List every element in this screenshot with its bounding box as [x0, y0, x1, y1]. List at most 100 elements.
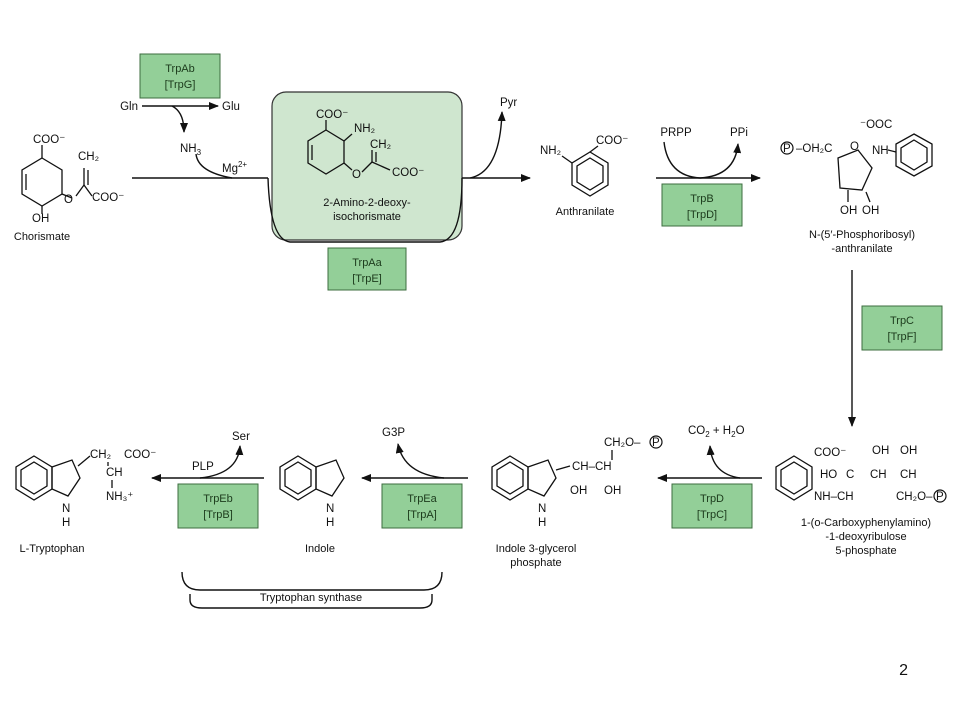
anthranilate-label: Anthranilate — [556, 206, 615, 218]
enzyme-name: TrpAb — [165, 63, 195, 75]
chorismate-label: Chorismate — [14, 231, 70, 243]
tryptophan-synthase-bracket — [181, 571, 443, 591]
enzyme-trpaa: TrpAa [TrpE] — [327, 247, 407, 291]
enzyme-name: TrpEa — [407, 493, 437, 505]
plp-label: PLP — [192, 461, 214, 473]
chorismate-structure: COO⁻ OH O CH₂ COO⁻ — [21, 134, 124, 225]
page-number: 2 — [899, 662, 908, 679]
svg-text:CH: CH — [870, 469, 887, 481]
igp-label-1: Indole 3-glycerol — [496, 543, 577, 555]
amino-isochorismate-structure: COO⁻ NH₂ O CH₂ COO⁻ — [307, 109, 424, 181]
cdrp-label-1: 1-(o-Carboxyphenylamino) — [801, 517, 931, 529]
svg-text:N: N — [538, 503, 546, 515]
ppi-label: PPi — [730, 127, 748, 139]
enzyme-alias: [TrpE] — [352, 273, 382, 285]
enzyme-alias: [TrpB] — [203, 509, 233, 521]
mg-label: Mg2+ — [222, 160, 247, 175]
enzyme-trpc: TrpC [TrpF] — [861, 305, 943, 351]
tryptophan-synthase-box — [189, 594, 433, 609]
enzyme-alias: [TrpC] — [697, 509, 727, 521]
svg-text:COO⁻: COO⁻ — [392, 167, 424, 179]
anthranilate-structure: COO⁻ NH₂ — [540, 135, 628, 197]
svg-text:P: P — [652, 437, 660, 449]
svg-text:NH₃⁺: NH₃⁺ — [106, 491, 133, 503]
svg-text:P: P — [936, 491, 944, 503]
svg-text:COO⁻: COO⁻ — [316, 109, 348, 121]
enzyme-name: TrpC — [890, 315, 914, 327]
svg-text:CH₂: CH₂ — [370, 139, 391, 151]
svg-text:O: O — [850, 141, 859, 153]
svg-text:NH: NH — [872, 145, 889, 157]
svg-text:OH: OH — [604, 485, 621, 497]
glu-label: Glu — [222, 101, 240, 113]
enzyme-name: TrpB — [690, 193, 713, 205]
svg-text:CH₂O–: CH₂O– — [896, 491, 933, 503]
svg-text:CH₂O–: CH₂O– — [604, 437, 641, 449]
svg-text:C: C — [846, 469, 854, 481]
svg-text:OH: OH — [872, 445, 889, 457]
tryptophan-label: L-Tryptophan — [19, 543, 84, 555]
svg-text:COO⁻: COO⁻ — [596, 135, 628, 147]
svg-text:NH–CH: NH–CH — [814, 491, 854, 503]
tryptophan-structure: N H CH₂ COO⁻ CH NH₃⁺ — [15, 449, 156, 529]
g3p-label: G3P — [382, 427, 405, 439]
svg-text:CH₂: CH₂ — [78, 151, 99, 163]
svg-text:H: H — [538, 517, 546, 529]
cdrp-structure: COO⁻ OH OH HO C CH CH NH–CH CH₂O– P — [775, 445, 947, 503]
complex-box — [271, 91, 463, 241]
svg-text:OH: OH — [840, 205, 857, 217]
enzyme-trpb: TrpB [TrpD] — [661, 183, 743, 227]
enzyme-name: TrpD — [700, 493, 724, 505]
amino-deoxy-label-1: 2-Amino-2-deoxy- — [323, 197, 411, 209]
svg-text:OH: OH — [570, 485, 587, 497]
pra-label-2: -anthranilate — [831, 243, 892, 255]
svg-text:O: O — [352, 169, 361, 181]
enzyme-trpab: TrpAb [TrpG] — [139, 53, 221, 99]
svg-text:N: N — [326, 503, 334, 515]
svg-text:NH₂: NH₂ — [354, 123, 375, 135]
enzyme-trpeb: TrpEb [TrpB] — [177, 483, 259, 529]
enzyme-alias: [TrpD] — [687, 209, 717, 221]
igp-label-2: phosphate — [510, 557, 561, 569]
svg-text:H: H — [62, 517, 70, 529]
igp-structure: N H CH–CH OH OH CH₂O– P — [491, 435, 663, 529]
pra-label-1: N-(5′-Phosphoribosyl) — [809, 229, 915, 241]
svg-text:COO⁻: COO⁻ — [92, 192, 124, 204]
svg-text:OH: OH — [32, 213, 49, 225]
svg-text:–OH₂C: –OH₂C — [796, 143, 832, 155]
cdrp-label-3: 5-phosphate — [835, 545, 896, 557]
svg-text:HO: HO — [820, 469, 837, 481]
svg-text:COO⁻: COO⁻ — [33, 134, 65, 146]
svg-text:CH: CH — [106, 467, 123, 479]
enzyme-trpd: TrpD [TrpC] — [671, 483, 753, 529]
cdrp-label-2: -1-deoxyribulose — [825, 531, 906, 543]
svg-text:OH: OH — [862, 205, 879, 217]
svg-text:P: P — [783, 143, 791, 155]
enzyme-alias: [TrpG] — [165, 79, 196, 91]
svg-text:H: H — [326, 517, 334, 529]
svg-text:N: N — [62, 503, 70, 515]
svg-text:CH: CH — [900, 469, 917, 481]
enzyme-alias: [TrpF] — [888, 331, 917, 343]
svg-text:CH₂: CH₂ — [90, 449, 111, 461]
co2-h2o-label: CO2 + H2O — [688, 425, 745, 439]
enzyme-name: TrpEb — [203, 493, 233, 505]
enzyme-trpea: TrpEa [TrpA] — [381, 483, 463, 529]
prpp-label: PRPP — [660, 127, 692, 139]
indole-label: Indole — [305, 543, 335, 555]
pra-structure: P –OH₂C O OH OH NH ⁻OOC — [780, 119, 933, 217]
enzyme-name: TrpAa — [352, 257, 382, 269]
pyr-label: Pyr — [500, 97, 517, 109]
amino-deoxy-label-2: isochorismate — [333, 211, 401, 223]
indole-structure: N H — [279, 455, 345, 529]
svg-text:⁻OOC: ⁻OOC — [860, 119, 892, 131]
tryptophan-synthase-label: Tryptophan synthase — [260, 592, 362, 604]
svg-text:O: O — [64, 194, 73, 206]
svg-text:COO⁻: COO⁻ — [124, 449, 156, 461]
svg-text:OH: OH — [900, 445, 917, 457]
svg-text:COO⁻: COO⁻ — [814, 447, 846, 459]
ser-label: Ser — [232, 431, 250, 443]
nh3-label: NH3 — [180, 143, 202, 157]
svg-text:CH–CH: CH–CH — [572, 461, 612, 473]
